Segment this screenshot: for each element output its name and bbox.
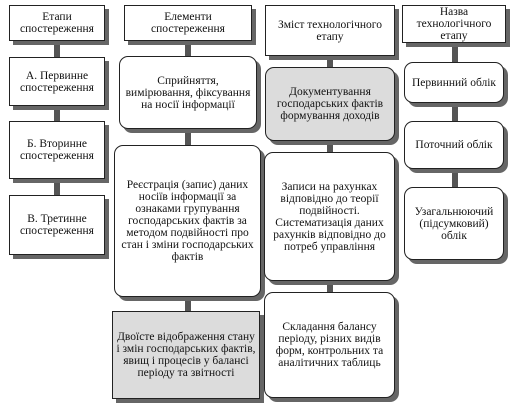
column-1-item-1: А. Первинне спостереження: [9, 57, 105, 106]
column-2-item-3: Двоїсте відображення стану і змін господ…: [112, 311, 260, 399]
column-4-header: Назва технологічного етапу: [402, 5, 506, 43]
column-4-item-2: Поточний облік: [404, 121, 504, 169]
column-3-item-2: Записи на рахунках відповідно до теорії …: [264, 152, 395, 281]
column-2-item-2: Реєстрація (запис) даних носіїв інформац…: [114, 145, 261, 297]
column-3-item-1: Документування господарських фактів форм…: [265, 67, 395, 141]
column-4-item-3: Узагальнюючий (підсумковий) облік: [404, 187, 504, 260]
column-1-item-3: В. Третинне спостереження: [9, 195, 105, 255]
column-3-header: Зміст технологічного етапу: [265, 5, 395, 56]
column-1-item-2: Б. Вторинне спостереження: [9, 121, 105, 179]
column-1-header: Етапи спостереження: [9, 5, 105, 41]
column-4-item-1: Первинний облік: [404, 62, 504, 103]
column-2-item-1: Сприйняття, вимірювання, фіксування на н…: [119, 56, 257, 129]
column-2-header: Елементи спостереження: [124, 5, 252, 41]
column-3-item-3: Складання балансу періоду, різних видів …: [264, 292, 395, 398]
